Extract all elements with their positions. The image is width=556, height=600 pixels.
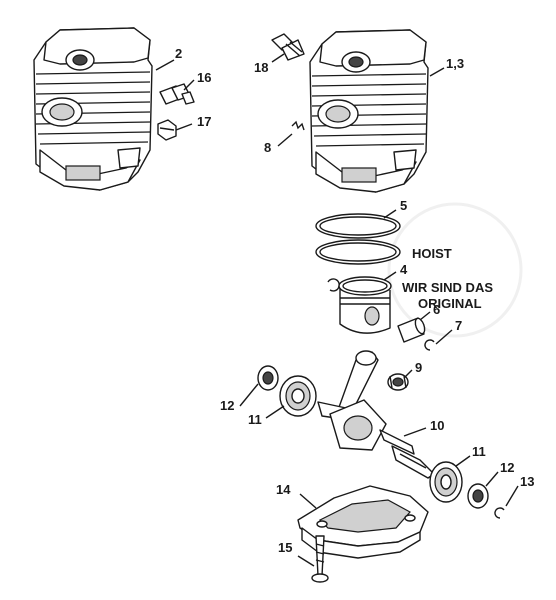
screw [311,535,329,583]
crankcase [297,485,429,559]
oil-seal-left [257,365,279,391]
callout-12-left: 12 [220,398,234,413]
dealer-watermark: HOIST WIR SIND DAS ORIGINAL [387,202,523,338]
callout-13: 13 [520,474,534,489]
callout-5: 5 [400,198,407,213]
decompression-valve-fitting [271,33,305,61]
piston-rings [315,213,401,265]
callout-17: 17 [197,114,211,129]
small-spring [291,120,305,131]
callout-2: 2 [175,46,182,61]
leader-lines [155,53,519,567]
circlip-13 [494,507,505,519]
watermark-line-2: ORIGINAL [418,296,482,311]
callout-16: 16 [197,70,211,85]
callout-4: 4 [400,262,408,277]
watermark-line-1: WIR SIND DAS [402,280,493,295]
circlip-right [424,339,435,351]
crankshaft [317,350,435,479]
callout-14: 14 [276,482,291,497]
callout-9: 9 [415,360,422,375]
cylinder-right [309,29,429,193]
callout-11-left: 11 [248,412,262,427]
callout-10: 10 [430,418,444,433]
callout-12-right: 12 [500,460,514,475]
callout-1-3: 1,3 [446,56,464,71]
piston-pin [397,317,426,343]
piston [338,276,392,334]
callout-6: 6 [433,302,440,317]
ball-bearing-right [429,461,463,503]
callout-8: 8 [264,140,271,155]
decompression-valve [159,83,195,105]
callout-7: 7 [455,318,462,333]
callout-18: 18 [254,60,268,75]
ball-bearing-left [279,375,317,417]
spark-plug-boss [157,119,177,141]
callout-15: 15 [278,540,292,555]
watermark-brand: HOIST [412,246,452,261]
callout-11-right: 11 [472,444,486,459]
oil-seal-right [467,483,489,509]
circlip-left [327,278,340,292]
cylinder-left [33,27,153,191]
